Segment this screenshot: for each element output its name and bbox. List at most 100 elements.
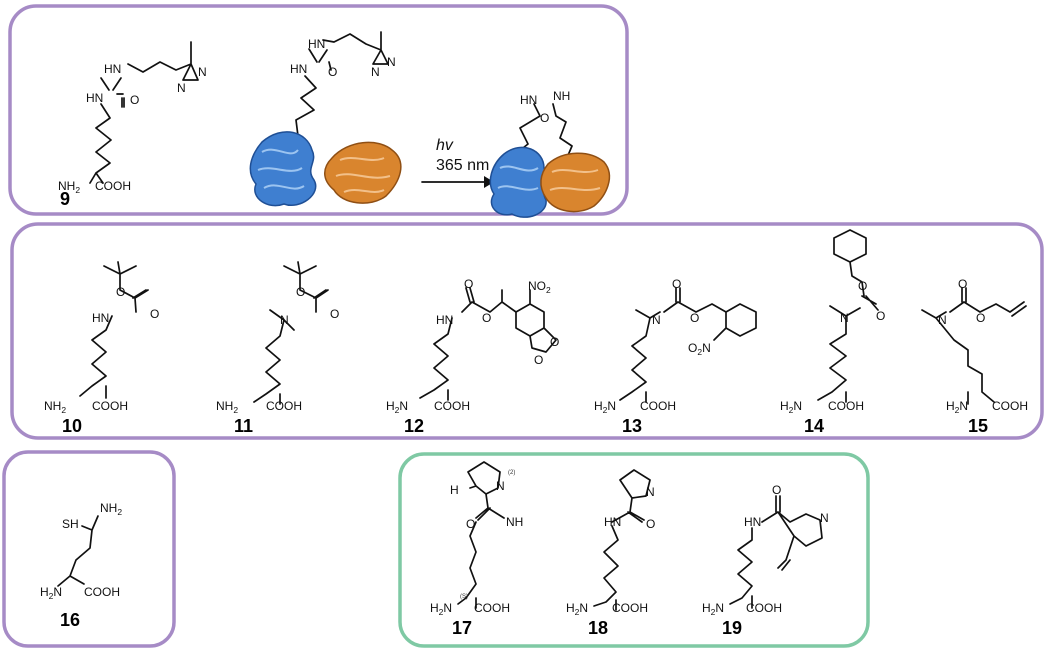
atom-o: O [534,353,543,367]
atom-cooh: COOH [992,399,1028,413]
atom-nh: NH [553,89,570,103]
atom-o2n: O2N [688,341,711,357]
compound-label-13: 13 [622,416,642,436]
atom-o: O [116,285,125,299]
panel-frame-thiol-lysine [2,450,176,648]
atom-nh2: NH2 [100,501,122,517]
compound-9-structure: HN O HN N N NH2 COOH 9 [58,41,207,209]
atom-hn: HN [436,313,453,327]
compound-18-structure: N O HN H2N COOH 18 [566,469,655,638]
atom-o: O [296,285,305,299]
atom-o: O [772,483,781,497]
atom-nh: HN [744,515,761,529]
panel-frame-protected-lysines [10,222,1044,440]
atom-o: O [690,311,699,325]
stereo-mark: (S) [460,594,468,600]
atom-sh: SH [62,517,79,531]
atom-h2n: H2N [566,601,588,617]
atom-h2n: H2N [430,601,452,617]
atom-o: O [130,93,139,107]
atom-cooh: COOH [612,601,648,615]
atom-n: N [646,485,655,499]
atom-nh2: NH2 [216,399,238,415]
atom-o: O [330,307,339,321]
compound-13-structure: O O N O2N H2N COOH 13 [594,277,757,436]
atom-hn: HN [290,62,307,76]
atom-o: O [976,311,985,325]
protein-orange [324,141,402,204]
compound-label-17: 17 [452,618,472,638]
crosslinked-product: HN NH O [489,89,611,218]
compound-14-structure: O O N H2N COOH 14 [780,229,885,436]
atom-hn: HN [92,311,109,325]
atom-n: N [496,479,505,493]
compound-label-19: 19 [722,618,742,638]
atom-h2n: H2N [594,399,616,415]
atom-hn: HN [308,37,325,51]
atom-o: O [958,277,967,291]
atom-cooh: COOH [92,399,128,413]
atom-o: O [328,65,337,79]
atom-nh2: NH2 [58,179,80,195]
atom-nh2: NH2 [44,399,66,415]
atom-h2n: H2N [386,399,408,415]
atom-o: O [482,311,491,325]
atom-n: N [387,55,396,69]
atom-nh: HN [604,515,621,529]
panel-frame-pyrroline-lysines [398,452,870,648]
atom-h2n: H2N [780,399,802,415]
atom-o: O [646,517,655,531]
atom-o: O [672,277,681,291]
panel-frame-photocrosslinker [8,4,629,216]
atom-cooh: COOH [266,399,302,413]
atom-hn: HN [86,91,103,105]
compound-label-18: 18 [588,618,608,638]
atom-n: N [280,313,289,327]
atom-o: O [466,517,475,531]
atom-nh: NH [506,515,523,529]
compound-19-structure: O HN N H2N COOH 19 [702,483,829,638]
compound-15-structure: O O N H2N COOH 15 [921,277,1028,436]
compound-label-10: 10 [62,416,82,436]
atom-hn: HN [104,62,121,76]
compound-label-12: 12 [404,416,424,436]
atom-o: O [540,111,549,125]
compound-label-15: 15 [968,416,988,436]
atom-o: O [150,307,159,321]
compound-label-9: 9 [60,189,70,209]
atom-h2n: H2N [40,585,62,601]
stereo-mark: (2) [508,470,515,476]
protein-blue [249,131,317,207]
atom-n: N [652,313,661,327]
atom-n: N [938,313,947,327]
atom-o: O [876,309,885,323]
compound-10-structure: O O HN NH2 COOH 10 [44,261,159,436]
atom-n: N [371,65,380,79]
atom-h2n: H2N [946,399,968,415]
atom-cooh: COOH [746,601,782,615]
compound-label-16: 16 [60,610,80,630]
compound-16-structure: NH2 SH H2N COOH 16 [40,501,122,630]
light-label: hv [436,137,454,154]
atom-o: O [858,279,867,293]
compound-12-structure: O O HN NO2 O O H2N COOH 12 [386,277,559,436]
atom-n: N [177,81,186,95]
protein-conjugate-structure: HN O HN N N [290,31,396,141]
atom-o: O [464,277,473,291]
atom-o: O [550,335,559,349]
atom-cooh: COOH [95,179,131,193]
reaction-arrow: hv 365 nm [421,137,495,188]
atom-hn: HN [520,93,537,107]
compound-11-structure: O O N NH2 COOH 11 [216,261,339,436]
atom-cooh: COOH [474,601,510,615]
compound-label-14: 14 [804,416,824,436]
atom-n: N [840,311,849,325]
wavelength-label: 365 nm [436,157,489,174]
atom-h: H [450,483,459,497]
atom-cooh: COOH [84,585,120,599]
atom-cooh: COOH [828,399,864,413]
compound-17-structure: H N O NH (2) (S) H2N COOH 17 [430,461,523,638]
atom-cooh: COOH [640,399,676,413]
atom-n: N [820,511,829,525]
